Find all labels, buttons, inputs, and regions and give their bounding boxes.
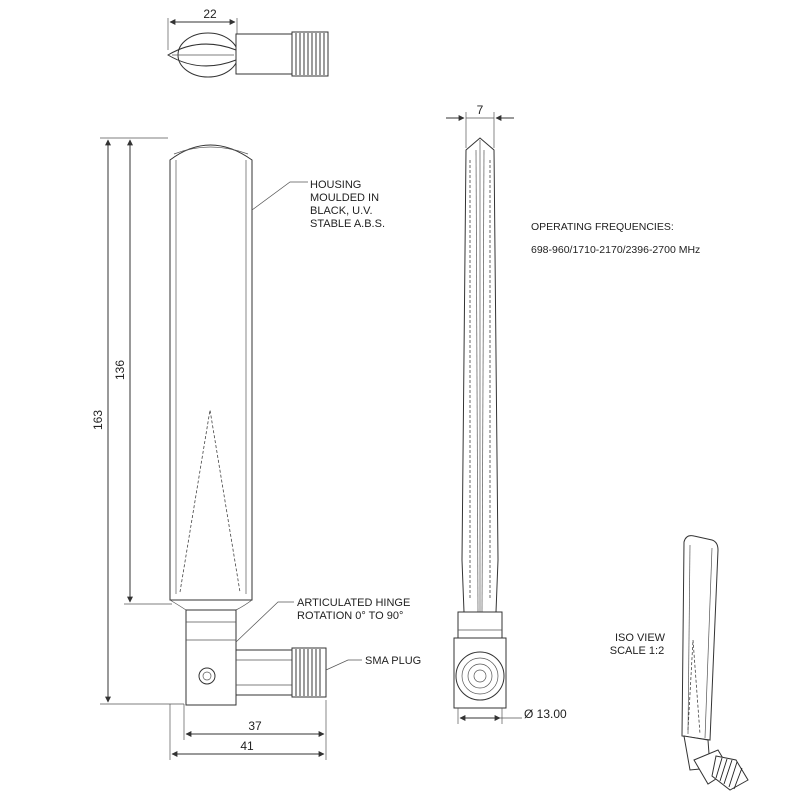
- iso-view-label: ISO VIEW: [615, 632, 666, 644]
- hinge-callout: ARTICULATED HINGE ROTATION 0° TO 90°: [297, 597, 410, 622]
- plug-callout: SMA PLUG: [365, 655, 421, 667]
- iso-sma-plug: [711, 755, 749, 791]
- iso-view: ISO VIEW SCALE 1:2: [610, 535, 749, 791]
- specs-value: 698-960/1710-2170/2396-2700 MHz: [531, 244, 700, 256]
- housing-callout-line-1: HOUSING: [310, 179, 361, 191]
- housing-callout-line-3: BLACK, U.V.: [310, 205, 373, 217]
- hinge-callout-line-2: ROTATION 0° TO 90°: [297, 610, 403, 622]
- housing-callout-line-4: STABLE A.B.S.: [310, 218, 385, 230]
- top-width-dimension: 22: [203, 7, 217, 21]
- top-view-thread: [295, 33, 325, 75]
- specs-heading: OPERATING FREQUENCIES:: [531, 221, 674, 233]
- operating-frequencies: OPERATING FREQUENCIES: 698-960/1710-2170…: [531, 221, 700, 256]
- housing-length-dimension: 136: [113, 360, 127, 380]
- hinge-width-dimension: 37: [248, 719, 262, 733]
- iso-scale-label: SCALE 1:2: [610, 645, 664, 657]
- antenna-housing: [169, 144, 253, 601]
- front-view: 163 136 37 41 HOUSING MOULDED IN BLACK, …: [91, 137, 421, 760]
- top-view: 22: [167, 7, 329, 78]
- diameter-dimension: Ø 13.00: [524, 707, 567, 721]
- side-view: 7 Ø 13.00: [446, 103, 567, 724]
- hinge-callout-line-1: ARTICULATED HINGE: [297, 597, 410, 609]
- housing-callout: HOUSING MOULDED IN BLACK, U.V. STABLE A.…: [310, 179, 385, 230]
- front-view-thread: [295, 649, 321, 696]
- overall-length-dimension: 163: [91, 410, 105, 430]
- articulated-hinge: [185, 609, 237, 706]
- side-width-dimension: 7: [477, 103, 484, 117]
- housing-callout-line-2: MOULDED IN: [310, 192, 379, 204]
- overall-width-dimension: 41: [240, 739, 254, 753]
- iso-housing: [681, 535, 719, 741]
- sma-plug: [291, 647, 327, 698]
